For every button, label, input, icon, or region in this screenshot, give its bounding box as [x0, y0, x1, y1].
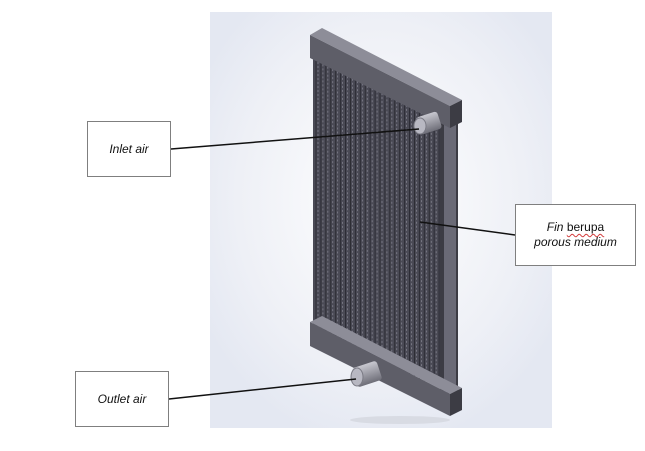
inlet-leader-line [170, 128, 420, 150]
side-tank [440, 110, 458, 398]
inlet-pipe [413, 111, 442, 135]
fin-callout-line2: porous medium [534, 235, 617, 249]
outlet-air-label: Outlet air [97, 391, 147, 406]
fin-core [313, 52, 447, 390]
outlet-pipe [350, 361, 382, 387]
inlet-air-label: Inlet air [109, 141, 149, 156]
fin-callout-line1: Fin berupa [547, 220, 604, 235]
bottom-header [310, 316, 462, 424]
outlet-leader-line [168, 378, 357, 400]
top-header [310, 28, 462, 128]
inlet-air-callout: Inlet air [87, 121, 171, 177]
fin-leader-line [419, 221, 516, 236]
fin-word: Fin [546, 220, 564, 234]
fin-callout: Fin berupa porous medium [515, 204, 636, 266]
berupa-word: berupa [566, 220, 605, 234]
outlet-air-callout: Outlet air [75, 371, 169, 427]
